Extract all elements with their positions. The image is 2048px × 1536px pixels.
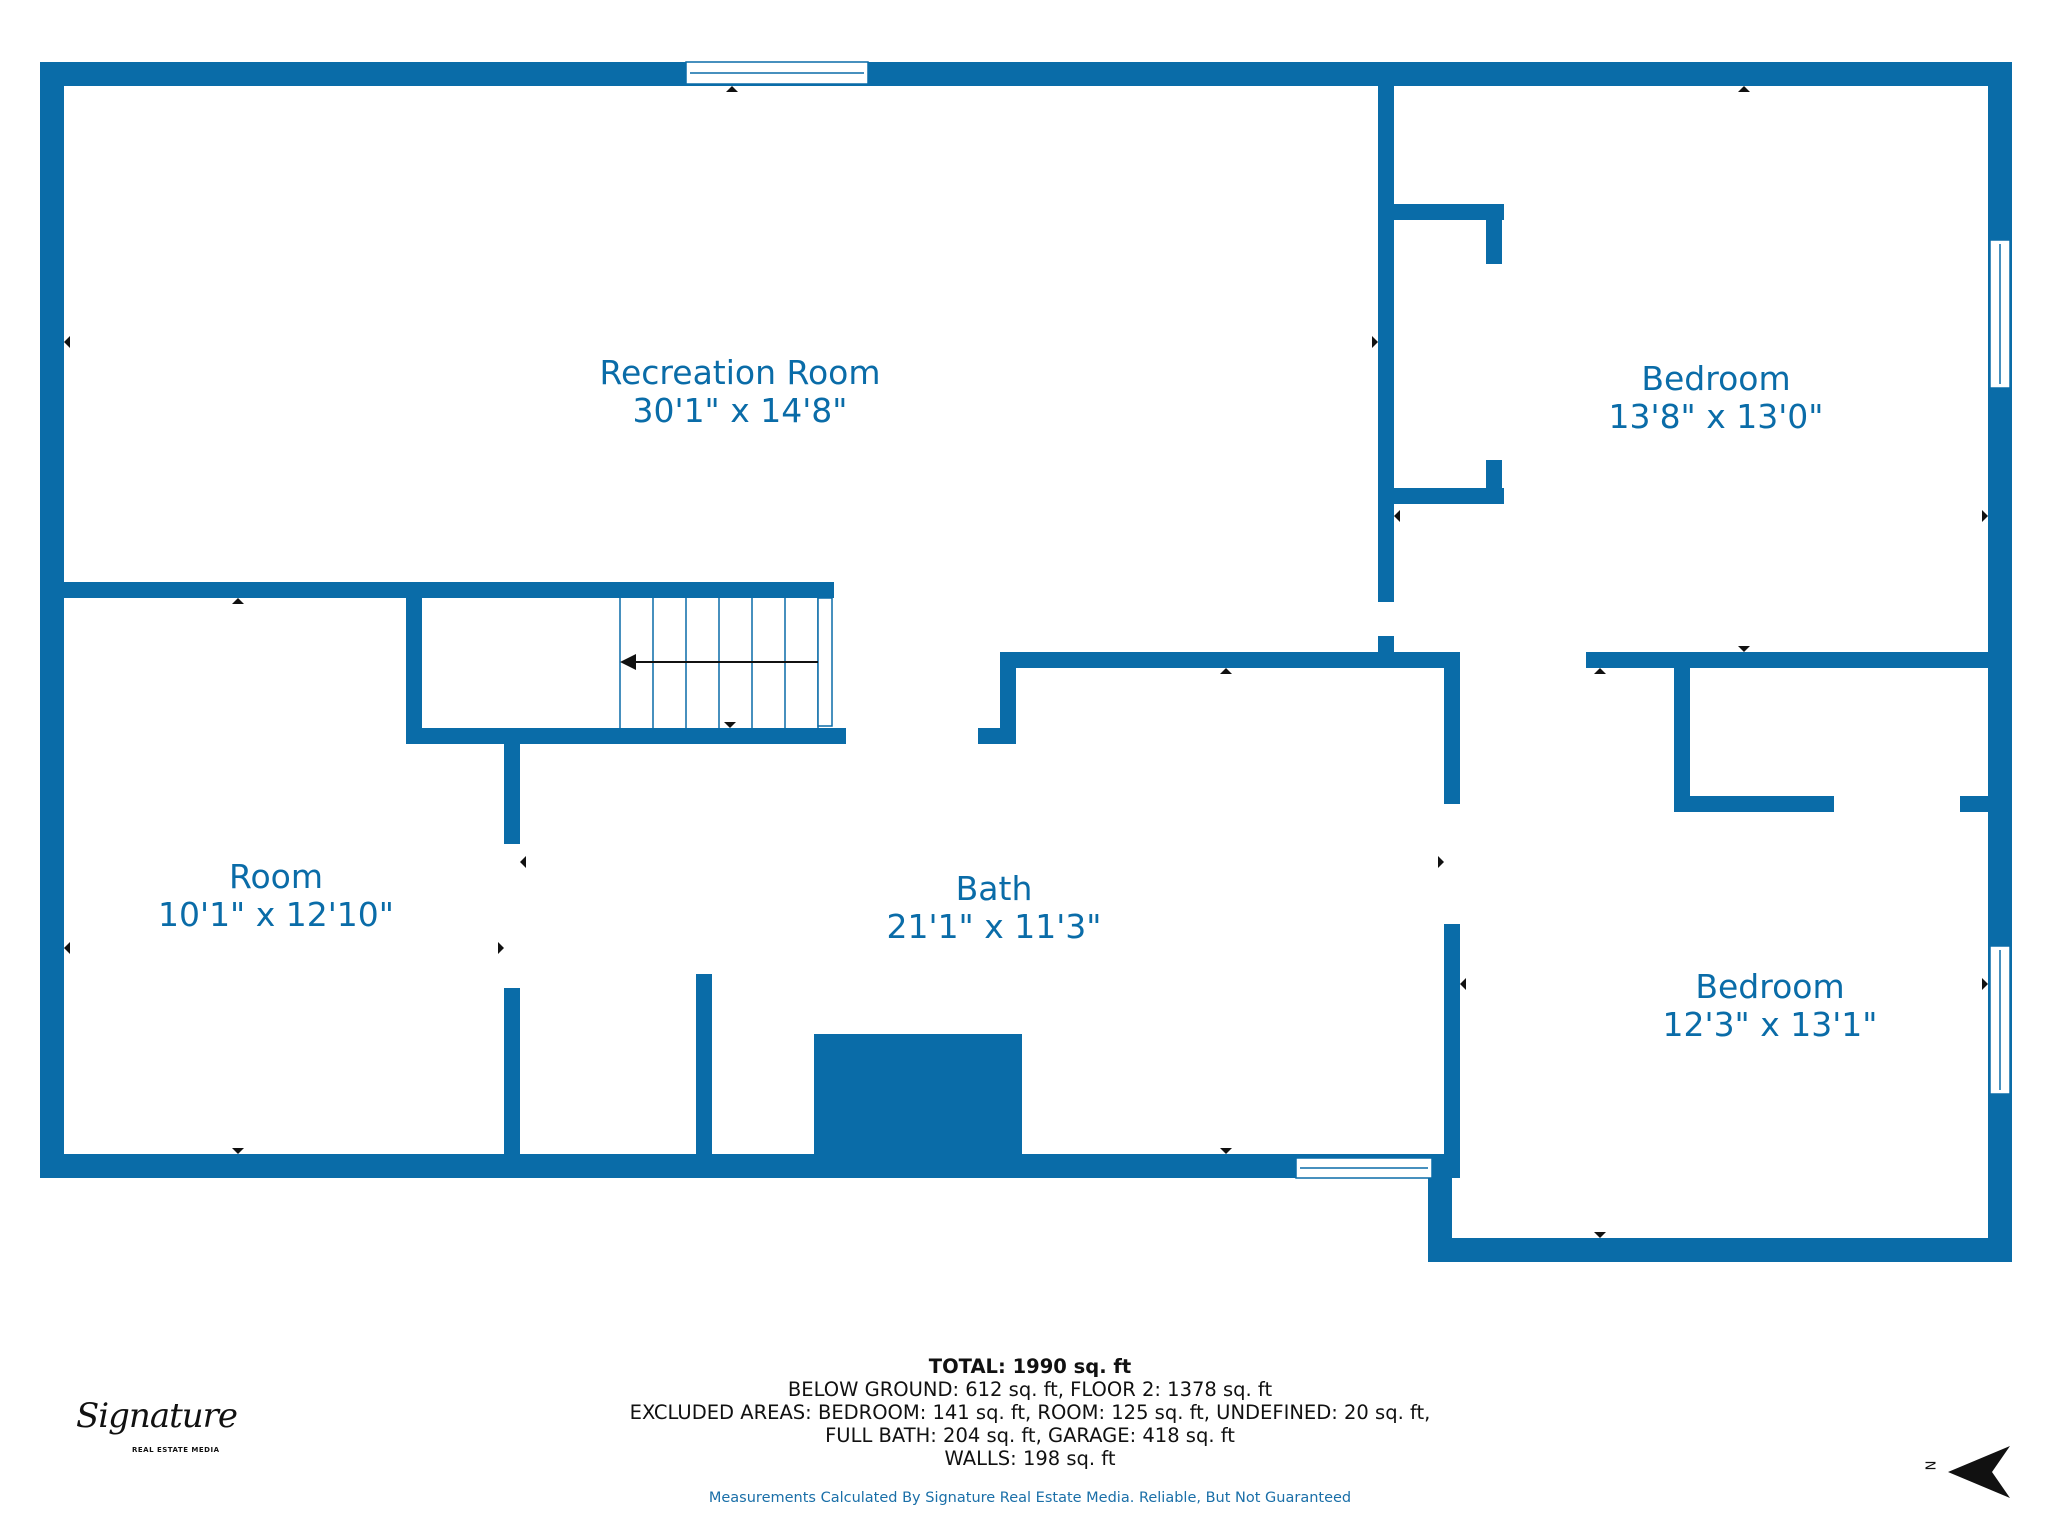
summary-line-3: FULL BATH: 204 sq. ft, GARAGE: 418 sq. f… — [825, 1424, 1235, 1447]
area-summary: TOTAL: 1990 sq. ft BELOW GROUND: 612 sq.… — [430, 1355, 1630, 1470]
room-name-bedroom-2: Bedroom — [1695, 967, 1844, 1006]
room-size-bath: 21'1" x 11'3" — [887, 907, 1102, 946]
room-size-bedroom-2: 12'3" x 13'1" — [1663, 1005, 1878, 1044]
logo-script: Signature — [76, 1396, 238, 1436]
dimension-markers — [64, 86, 1988, 1238]
summary-total-label: TOTAL: — [928, 1355, 1006, 1378]
room-name-bedroom-1: Bedroom — [1641, 359, 1790, 398]
walls — [40, 62, 2012, 1262]
logo-subtitle: REAL ESTATE MEDIA — [132, 1446, 220, 1454]
room-size-recreation: 30'1" x 14'8" — [633, 391, 848, 430]
room-name-room: Room — [229, 857, 323, 896]
north-arrow-icon — [1948, 1446, 2010, 1498]
stairs-arrow-icon — [620, 654, 818, 670]
summary-line-1: BELOW GROUND: 612 sq. ft, FLOOR 2: 1378 … — [787, 1378, 1273, 1401]
signature-logo: Signature REAL ESTATE MEDIA — [76, 1396, 238, 1476]
room-size-room: 10'1" x 12'10" — [158, 895, 394, 934]
summary-total-value: 1990 sq. ft — [1005, 1355, 1132, 1378]
compass: N — [1920, 1440, 2020, 1500]
summary-line-2: EXCLUDED AREAS: BEDROOM: 141 sq. ft, ROO… — [629, 1401, 1431, 1424]
windows — [685, 61, 2011, 1179]
stairs — [619, 597, 833, 728]
room-name-recreation: Recreation Room — [600, 353, 881, 392]
summary-line-4: WALLS: 198 sq. ft — [944, 1447, 1116, 1470]
room-labels: Recreation Room 30'1" x 14'8" Bedroom 13… — [158, 353, 1877, 1044]
room-size-bedroom-1: 13'8" x 13'0" — [1609, 397, 1824, 436]
disclaimer: Measurements Calculated By Signature Rea… — [708, 1490, 1352, 1506]
summary-total: TOTAL: 1990 sq. ft — [430, 1355, 1630, 1378]
room-name-bath: Bath — [956, 869, 1033, 908]
